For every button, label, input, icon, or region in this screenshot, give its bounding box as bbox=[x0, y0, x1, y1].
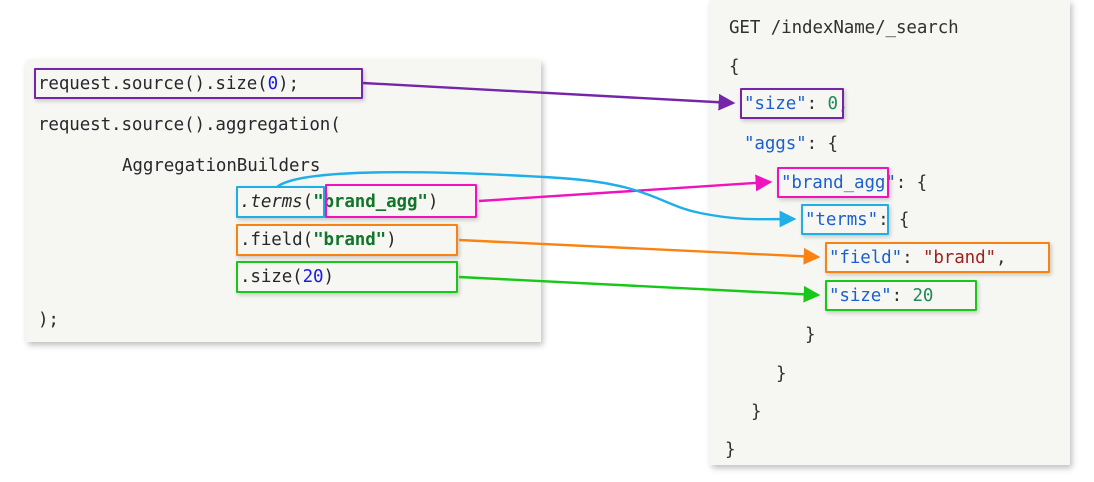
highlight-box-json-size0[interactable] bbox=[740, 88, 844, 119]
highlight-box-json-brandagg[interactable] bbox=[777, 167, 889, 198]
json-line-field: "field": "brand", bbox=[829, 248, 1007, 268]
json-token-size20-key: "size" bbox=[829, 286, 892, 306]
highlight-box-java-size20[interactable] bbox=[236, 261, 458, 293]
java-token-field-close: ) bbox=[386, 230, 397, 250]
json-token-brandagg-rest: : { bbox=[895, 173, 928, 193]
json-dsl-panel bbox=[710, 0, 1070, 465]
json-line-open-brace: { bbox=[729, 57, 740, 77]
highlight-box-json-terms[interactable] bbox=[801, 204, 889, 235]
json-line-size20: "size": 20 bbox=[829, 286, 933, 306]
json-line-aggs: "aggs": { bbox=[744, 134, 838, 154]
highlight-box-java-brandagg[interactable] bbox=[325, 184, 477, 218]
java-token-prefix: request.source().size( bbox=[38, 74, 268, 94]
java-token-number-twenty: 20 bbox=[302, 267, 324, 287]
java-token-field-method: .field( bbox=[240, 230, 314, 250]
json-token-aggs-key: "aggs" bbox=[744, 134, 807, 154]
json-token-size20-colon: : bbox=[891, 286, 913, 306]
json-token-terms-key: "terms" bbox=[805, 210, 879, 230]
java-line-aggregationbuilders: AggregationBuilders bbox=[122, 156, 321, 176]
json-token-colon: : bbox=[806, 94, 828, 114]
java-token-number-zero: 0 bbox=[267, 74, 279, 94]
json-token-field-comma: , bbox=[996, 248, 1007, 268]
json-line-brandagg: "brand_agg": { bbox=[781, 173, 927, 193]
java-line-aggregation: request.source().aggregation( bbox=[38, 115, 341, 135]
json-line-close-aggs: } bbox=[751, 402, 762, 422]
java-line-size20: .size(20) bbox=[240, 267, 334, 287]
highlight-box-java-size0[interactable] bbox=[34, 68, 363, 99]
highlight-box-json-field[interactable] bbox=[825, 242, 1050, 273]
java-line-field: .field("brand") bbox=[240, 230, 397, 250]
json-token-field-key: "field" bbox=[829, 248, 903, 268]
java-token-size-method: .size( bbox=[240, 267, 303, 287]
highlight-box-java-field[interactable] bbox=[236, 224, 458, 256]
json-line-close-brandagg: } bbox=[776, 364, 787, 384]
json-token-field-value: "brand" bbox=[922, 248, 996, 268]
json-token-field-colon: : bbox=[902, 248, 923, 268]
json-request-line: GET /indexName/_search bbox=[729, 18, 959, 38]
json-token-brandagg-key: "brand_agg" bbox=[781, 173, 896, 193]
java-line-size0: request.source().size(0); bbox=[38, 74, 299, 94]
json-line-close-terms: } bbox=[805, 325, 816, 345]
json-token-terms-rest: : { bbox=[878, 210, 910, 230]
java-token-suffix: ); bbox=[278, 74, 299, 94]
java-token-size-close: ) bbox=[323, 267, 335, 287]
java-line-close: ); bbox=[38, 310, 59, 330]
json-line-terms: "terms": { bbox=[805, 210, 909, 230]
json-token-size20-value: 20 bbox=[912, 286, 934, 306]
json-token-size-key: "size" bbox=[744, 94, 807, 114]
json-line-close-root: } bbox=[725, 440, 736, 460]
highlight-box-java-terms[interactable] bbox=[236, 186, 325, 218]
highlight-box-json-size20[interactable] bbox=[825, 280, 977, 311]
json-token-aggs-rest: : { bbox=[806, 134, 838, 154]
java-token-brand-arg: "brand" bbox=[313, 230, 387, 250]
